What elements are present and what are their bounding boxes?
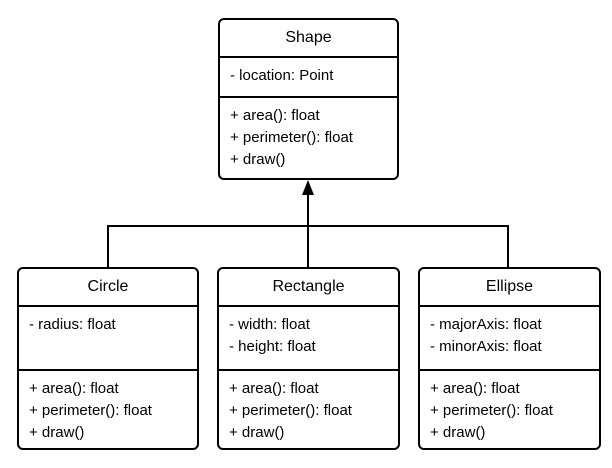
attribute-minor-axis: - minorAxis: float [430,338,542,355]
methods-circle: + area(): float + perimeter(): float + d… [19,371,197,444]
class-shape[interactable]: Shape - location: Point + area(): float … [218,18,399,180]
class-name-ellipse: Ellipse [420,269,599,307]
attributes-circle: - radius: float [19,307,197,371]
class-name-circle: Circle [19,269,197,307]
method-perimeter: + perimeter(): float [229,402,352,419]
attribute-location: - location: Point [230,67,334,84]
method-area: + area(): float [229,380,319,397]
method-draw: + draw() [29,424,85,441]
methods-shape: + area(): float + perimeter(): float + d… [220,98,397,171]
attributes-shape: - location: Point [220,58,397,98]
method-draw: + draw() [430,424,486,441]
method-area: + area(): float [430,380,520,397]
class-name-rectangle: Rectangle [219,269,398,307]
class-name-shape: Shape [220,20,397,58]
method-draw: + draw() [230,151,286,168]
attribute-major-axis: - majorAxis: float [430,316,542,333]
connector-circle-ellipse-branch [107,225,509,267]
attributes-ellipse: - majorAxis: float - minorAxis: float [420,307,599,371]
method-perimeter: + perimeter(): float [230,129,353,146]
methods-rectangle: + area(): float + perimeter(): float + d… [219,371,398,444]
attributes-rectangle: - width: float - height: float [219,307,398,371]
attribute-height: - height: float [229,338,316,355]
class-ellipse[interactable]: Ellipse - majorAxis: float - minorAxis: … [418,267,601,450]
method-area: + area(): float [29,380,119,397]
method-perimeter: + perimeter(): float [430,402,553,419]
methods-ellipse: + area(): float + perimeter(): float + d… [420,371,599,444]
method-draw: + draw() [229,424,285,441]
attribute-radius: - radius: float [29,316,116,333]
method-area: + area(): float [230,107,320,124]
class-rectangle[interactable]: Rectangle - width: float - height: float… [217,267,400,450]
method-perimeter: + perimeter(): float [29,402,152,419]
class-circle[interactable]: Circle - radius: float + area(): float +… [17,267,199,450]
attribute-width: - width: float [229,316,310,333]
generalization-arrowhead [302,180,314,195]
